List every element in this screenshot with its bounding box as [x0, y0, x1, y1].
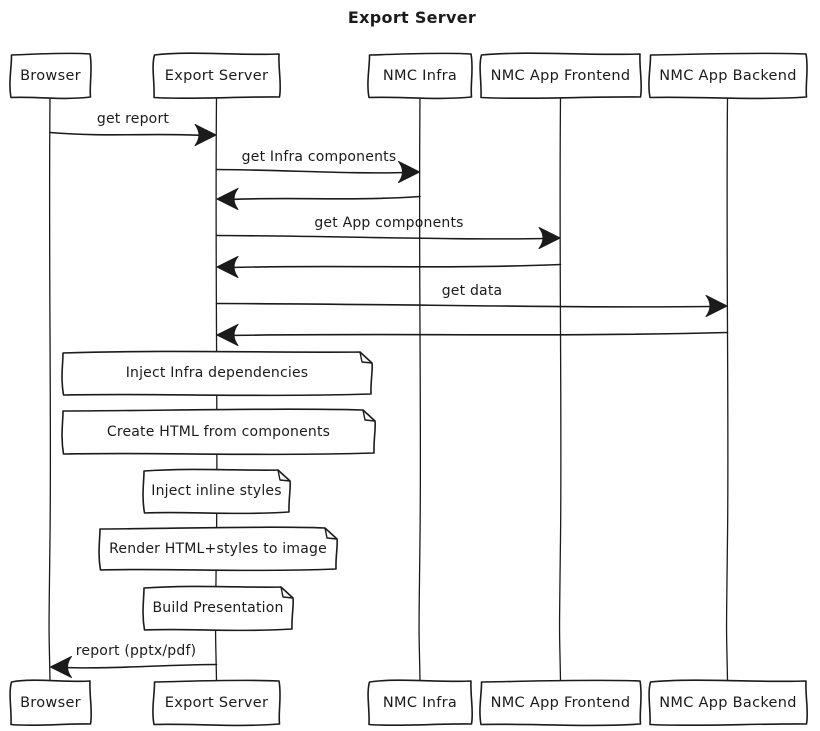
note-fold-icon [362, 409, 376, 422]
message-arrow-line-1 [215, 168, 408, 174]
lifeline-4 [725, 97, 729, 682]
note-box-0 [61, 350, 374, 397]
message-arrow-line-3 [215, 234, 548, 240]
participant-top-nmc-app-backend: NMC App Backend [649, 53, 807, 98]
participant-bottom-export-server: Export Server [153, 680, 280, 725]
message-label-get-infra-components: get Infra components [241, 149, 397, 165]
message-arrowhead-icon [50, 656, 72, 678]
participant-box-bottom-1 [152, 679, 281, 727]
participant-label: NMC App Backend [659, 694, 797, 711]
participant-box-top-1 [152, 52, 282, 100]
participant-box-bottom-3 [479, 679, 642, 727]
message-arrowhead-icon [398, 161, 420, 183]
note-label: Render HTML+styles to image [109, 540, 327, 557]
participant-box-top-0 [9, 52, 92, 100]
participant-top-export-server: Export Server [153, 53, 280, 98]
participant-box-top-2 [367, 52, 473, 100]
participant-label: NMC App Frontend [490, 694, 631, 711]
note-inject-inline-styles: Inject inline styles [143, 469, 290, 513]
message-arrow-line-6 [229, 331, 729, 337]
participant-label: NMC Infra [382, 694, 458, 711]
participant-box-top-3 [479, 52, 643, 100]
participant-top-nmc-infra: NMC Infra [368, 53, 472, 98]
participant-box-bottom-0 [9, 679, 93, 727]
participant-bottom-browser: Browser [10, 680, 91, 725]
participant-bottom-nmc-app-frontend: NMC App Frontend [480, 680, 641, 725]
message-arrow-line-4 [229, 263, 562, 269]
message-label-get-app-components: get App components [314, 215, 464, 231]
note-create-html-from-components: Create HTML from components [62, 409, 375, 454]
note-fold-icon [280, 586, 294, 599]
participant-top-nmc-app-frontend: NMC App Frontend [480, 53, 641, 98]
note-build-presentation: Build Presentation [143, 586, 293, 630]
participant-label: Export Server [164, 67, 269, 84]
message-arrowhead-icon [216, 188, 239, 210]
note-fold-icon [324, 527, 338, 540]
participant-box-top-4 [648, 52, 808, 100]
participant-bottom-nmc-infra: NMC Infra [368, 680, 472, 725]
note-render-html-styles-to-image: Render HTML+styles to image [99, 527, 337, 570]
participant-label: Browser [20, 694, 81, 711]
message-arrow-line-7 [62, 663, 218, 669]
message-arrowhead-icon [538, 227, 561, 249]
note-label: Build Presentation [152, 600, 284, 616]
message-arrow-line-2 [229, 195, 421, 201]
message-arrowhead-icon [705, 295, 728, 317]
note-inject-infra-dependencies: Inject Infra dependencies [62, 351, 372, 395]
message-label-get-data: get data [441, 283, 503, 299]
participant-top-browser: Browser [10, 53, 91, 98]
note-box-1 [61, 408, 377, 456]
note-label: Inject Infra dependencies [125, 365, 309, 381]
message-arrowhead-icon [194, 124, 217, 146]
message-arrowhead-icon [216, 256, 239, 278]
message-arrowhead-icon [216, 324, 239, 346]
lifeline-2 [418, 97, 422, 682]
participant-label: Browser [20, 67, 81, 84]
message-label-report-pptx-pdf: report (pptx/pdf) [75, 643, 197, 659]
note-label: Create HTML from components [106, 423, 331, 440]
participant-label: NMC Infra [382, 67, 458, 84]
participant-bottom-nmc-app-backend: NMC App Backend [649, 680, 807, 725]
participant-box-bottom-2 [367, 679, 474, 727]
message-label-get-report: get report [96, 111, 170, 127]
message-arrow-line-5 [215, 302, 715, 308]
participant-label: Export Server [164, 694, 269, 711]
note-fold-icon [359, 351, 373, 364]
message-arrow-line-0 [49, 131, 204, 137]
participant-label: NMC App Frontend [490, 67, 631, 84]
participant-box-bottom-4 [648, 679, 809, 727]
note-box-4 [142, 585, 295, 632]
lifeline-0 [48, 97, 52, 682]
note-label: Inject inline styles [151, 483, 282, 499]
diagram-title: Export Server [347, 8, 477, 27]
note-box-2 [142, 468, 292, 515]
participant-label: NMC App Backend [659, 67, 797, 84]
lifeline-3 [558, 97, 562, 682]
note-fold-icon [277, 469, 291, 482]
note-box-3 [98, 526, 339, 572]
